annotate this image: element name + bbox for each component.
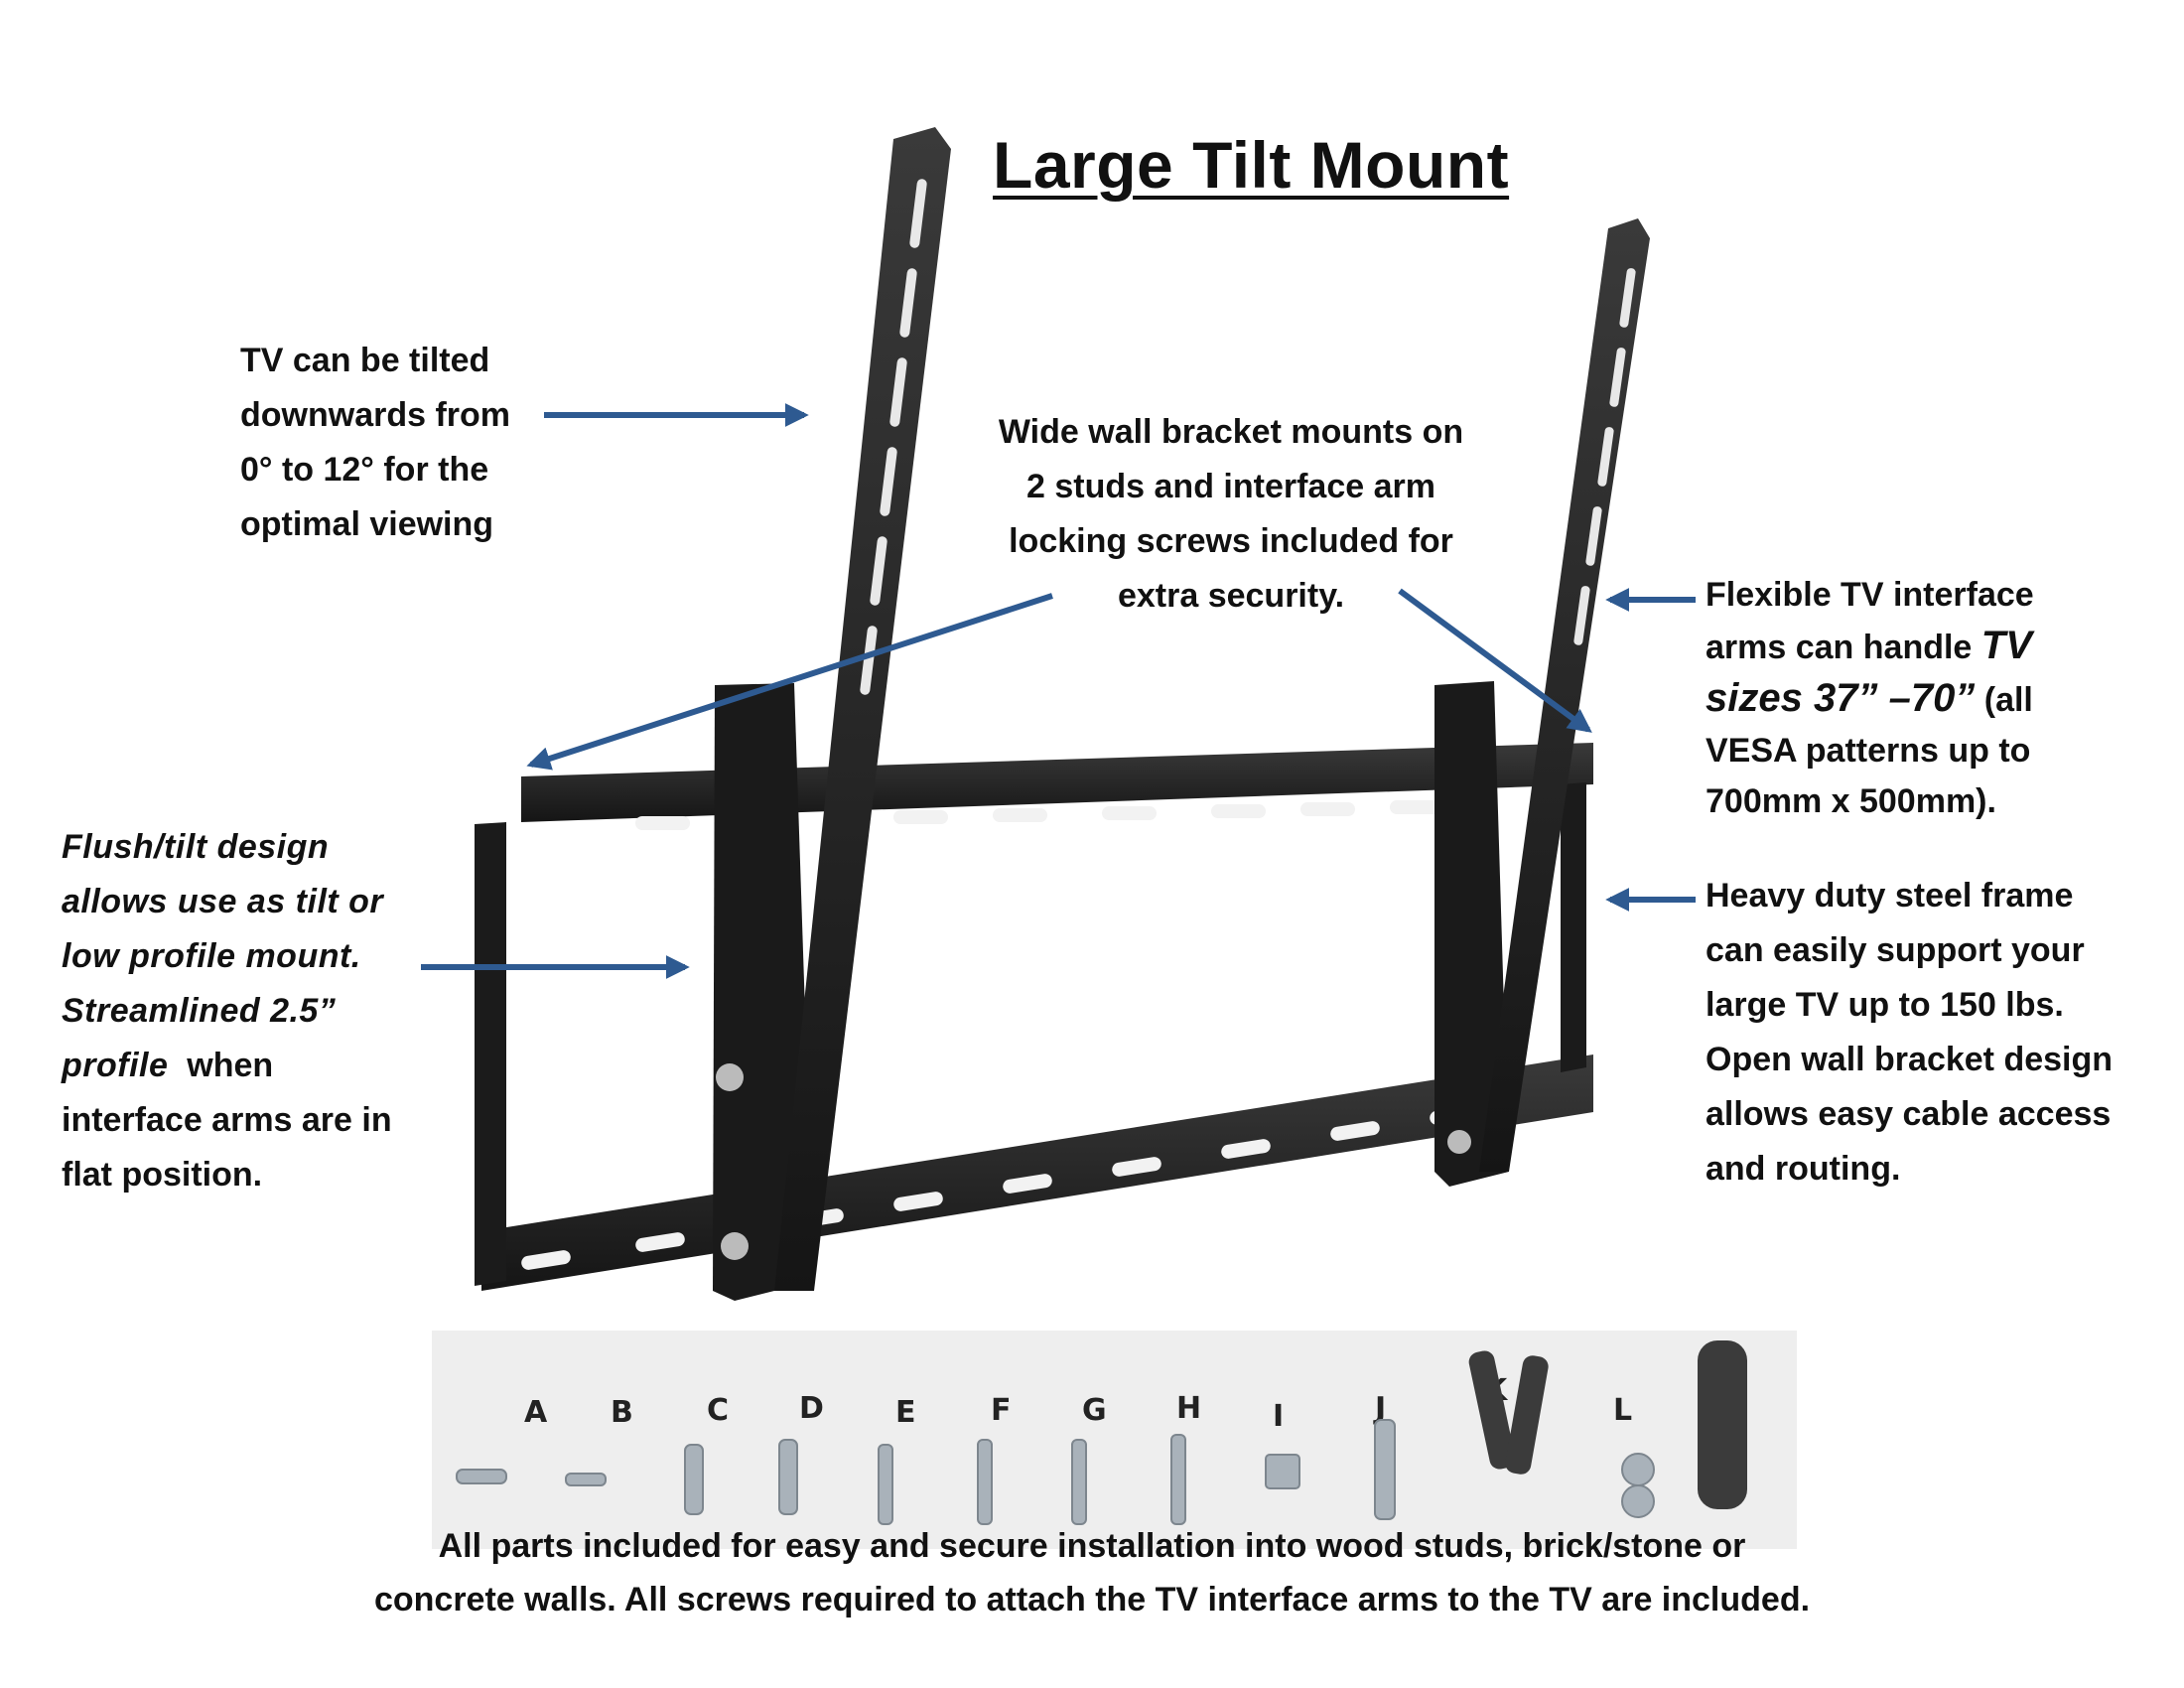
part-label: D xyxy=(799,1391,824,1426)
part-label: J xyxy=(1373,1391,1386,1426)
heavy-line: large TV up to 150 lbs. xyxy=(1706,986,2064,1024)
flush-line: allows use as tilt or xyxy=(62,883,384,920)
arrow-wide-right xyxy=(1398,588,1592,733)
flush-line: profile when xyxy=(62,1047,274,1084)
heavy-line: can easily support your xyxy=(1706,931,2085,969)
parts-caption: All parts included for easy and secure i… xyxy=(298,1519,1886,1626)
part-label: A xyxy=(524,1395,548,1430)
flexible-callout: Flexible TV interface arms can handle TV… xyxy=(1706,570,2034,827)
flush-line: interface arms are in xyxy=(62,1101,392,1139)
page-title: Large Tilt Mount xyxy=(993,128,1510,202)
tv-emphasis: TV xyxy=(1980,624,2032,667)
flex-line: 700mm x 500mm). xyxy=(1706,782,1996,820)
parts-photo: A B C D E F G H I J K L M xyxy=(432,1331,1797,1549)
wide-line: locking screws included for xyxy=(1009,522,1453,560)
part-label: I xyxy=(1273,1399,1284,1434)
part-label: L xyxy=(1613,1393,1632,1428)
interface-arm-right xyxy=(1434,218,1650,1187)
wall-plate xyxy=(475,743,1593,1291)
part-label: G xyxy=(1082,1393,1107,1428)
flush-line: Streamlined 2.5” xyxy=(62,992,337,1030)
part-label: B xyxy=(611,1395,633,1430)
flex-line: arms can handle TV xyxy=(1706,624,2032,667)
part-label: C xyxy=(707,1393,729,1428)
part-label: H xyxy=(1176,1391,1201,1426)
flush-line: flat position. xyxy=(62,1156,263,1194)
flex-line: Flexible TV interface xyxy=(1706,576,2034,614)
parts-caption-line: concrete walls. All screws required to a… xyxy=(373,1581,1811,1618)
flex-line: sizes 37” –70” (all xyxy=(1706,676,2033,720)
wide-line: extra security. xyxy=(1117,577,1345,615)
wide-line: 2 studs and interface arm xyxy=(1026,468,1435,505)
part-label: F xyxy=(991,1393,1012,1428)
part-label: E xyxy=(895,1395,916,1430)
tilt-line: optimal viewing xyxy=(240,505,494,543)
heavy-line: allows easy cable access xyxy=(1706,1095,2112,1133)
arrow-wide-left xyxy=(526,593,1053,771)
interface-arm-left xyxy=(713,127,951,1301)
wide-bracket-callout: Wide wall bracket mounts on 2 studs and … xyxy=(973,405,1489,624)
tilt-line: 0° to 12° for the xyxy=(240,451,489,489)
flush-line: low profile mount. xyxy=(62,937,361,975)
heavy-duty-callout: Heavy duty steel frame can easily suppor… xyxy=(1706,869,2113,1196)
tilt-line: TV can be tilted xyxy=(240,342,490,379)
callout-arrows xyxy=(421,403,1696,979)
flex-line: VESA patterns up to xyxy=(1706,732,2031,770)
sizes-emphasis: sizes 37” –70” xyxy=(1706,676,1976,720)
wide-line: Wide wall bracket mounts on xyxy=(998,413,1464,451)
heavy-line: Open wall bracket design xyxy=(1706,1041,2114,1078)
tilt-callout: TV can be tilted downwards from 0° to 12… xyxy=(240,334,510,552)
parts-caption-line: All parts included for easy and secure i… xyxy=(438,1527,1746,1565)
heavy-line: and routing. xyxy=(1706,1150,1901,1188)
heavy-line: Heavy duty steel frame xyxy=(1706,877,2074,914)
tilt-line: downwards from xyxy=(240,396,511,434)
flush-callout: Flush/tilt design allows use as tilt or … xyxy=(62,820,392,1202)
flush-line: Flush/tilt design xyxy=(62,828,330,866)
